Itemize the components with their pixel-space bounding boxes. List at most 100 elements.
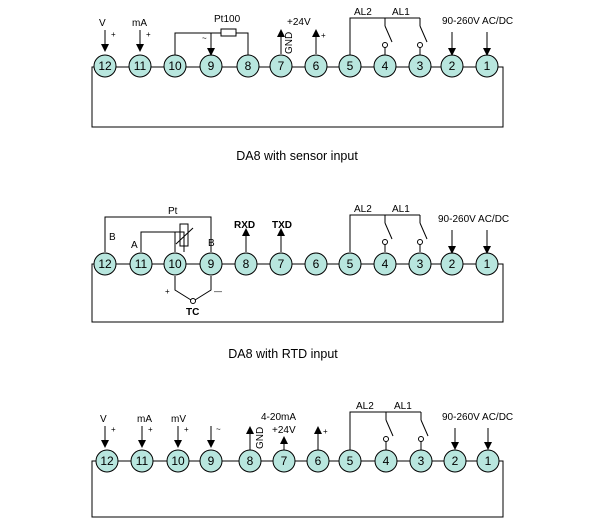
terminal-circle bbox=[408, 252, 432, 276]
terminal-block-frame bbox=[91, 460, 504, 518]
terminal-number: 6 bbox=[313, 257, 320, 271]
terminal-number: 12 bbox=[100, 454, 114, 468]
gnd-label: GND bbox=[284, 32, 295, 54]
rtd-wire-b-left bbox=[104, 216, 212, 252]
terminal-circle bbox=[128, 54, 152, 78]
terminal-2: 2 bbox=[440, 54, 464, 78]
terminal-number: 3 bbox=[417, 257, 424, 271]
terminal-circle bbox=[304, 252, 328, 276]
terminal-number: 7 bbox=[278, 257, 285, 271]
terminal-number: 2 bbox=[449, 59, 456, 73]
terminal-5: 5 bbox=[338, 54, 362, 78]
gnd-label: GND bbox=[255, 427, 266, 449]
rtd-resistor-slash bbox=[175, 227, 194, 245]
terminal-6: 6 bbox=[304, 252, 328, 276]
terminal-number: 3 bbox=[418, 454, 425, 468]
v-label: V bbox=[99, 18, 106, 29]
terminal-11: 11 bbox=[130, 449, 154, 473]
terminal-number: 7 bbox=[281, 454, 288, 468]
terminal-11: 11 bbox=[128, 54, 152, 78]
terminal-circle bbox=[304, 54, 328, 78]
terminal-12: 12 bbox=[93, 54, 117, 78]
al1-label: AL1 bbox=[392, 204, 410, 215]
terminal-number: 5 bbox=[347, 257, 354, 271]
pt100-minus-sign: ~ bbox=[202, 34, 207, 43]
terminal-2: 2 bbox=[443, 449, 467, 473]
tilde-sign: ~ bbox=[216, 425, 221, 434]
terminal-circle bbox=[95, 449, 119, 473]
power-label: 90-260V AC/DC bbox=[442, 412, 513, 423]
terminal-number: 9 bbox=[208, 454, 215, 468]
ma-plus-sign: + bbox=[146, 30, 151, 39]
relay-contacts bbox=[349, 214, 428, 252]
relay-contacts bbox=[349, 411, 429, 450]
terminal-7: 7 bbox=[269, 54, 293, 78]
terminal-number: 9 bbox=[208, 59, 215, 73]
terminal-number: 11 bbox=[136, 454, 149, 468]
tc-minus-sign: — bbox=[214, 287, 222, 296]
terminal-number: 2 bbox=[452, 454, 459, 468]
b-right-label: B bbox=[208, 238, 215, 249]
mv-plus-sign: + bbox=[184, 425, 189, 434]
power-label: 90-260V AC/DC bbox=[438, 214, 509, 225]
terminal-block-frame bbox=[91, 263, 504, 323]
terminal-8: 8 bbox=[238, 449, 262, 473]
terminal-number: 12 bbox=[98, 59, 112, 73]
terminal-circle bbox=[443, 449, 467, 473]
terminal-number: 6 bbox=[315, 454, 322, 468]
pt100-resistor bbox=[220, 28, 237, 37]
terminal-number: 6 bbox=[313, 59, 320, 73]
terminal-6: 6 bbox=[306, 449, 330, 473]
terminal-number: 4 bbox=[382, 257, 389, 271]
terminal-circle bbox=[93, 252, 117, 276]
terminal-number: 1 bbox=[485, 454, 492, 468]
terminal-2: 2 bbox=[440, 252, 464, 276]
plus24-label: +24V bbox=[287, 17, 311, 28]
terminal-10: 10 bbox=[163, 252, 187, 276]
terminal-number: 5 bbox=[347, 59, 354, 73]
terminal-number: 4 bbox=[382, 59, 389, 73]
al1-label: AL1 bbox=[394, 401, 412, 412]
terminal-4: 4 bbox=[373, 252, 397, 276]
terminal-number: 4 bbox=[383, 454, 390, 468]
terminal-1: 1 bbox=[476, 449, 500, 473]
ma-label: mA bbox=[137, 414, 152, 425]
terminal-circle bbox=[269, 252, 293, 276]
al2-label: AL2 bbox=[356, 401, 374, 412]
terminal-10: 10 bbox=[166, 449, 190, 473]
terminal-8: 8 bbox=[236, 54, 260, 78]
a-label: A bbox=[131, 240, 138, 251]
terminal-number: 5 bbox=[347, 454, 354, 468]
p6-plus-sign: + bbox=[321, 31, 326, 40]
terminal-5: 5 bbox=[338, 252, 362, 276]
terminal-number: 11 bbox=[134, 59, 147, 73]
terminal-number: 10 bbox=[168, 257, 182, 271]
terminal-circle bbox=[199, 252, 223, 276]
terminal-7: 7 bbox=[272, 449, 296, 473]
pt100-label: Pt100 bbox=[214, 14, 241, 25]
terminal-4: 4 bbox=[374, 449, 398, 473]
terminal-9: 9 bbox=[199, 252, 223, 276]
pt-label: Pt bbox=[168, 206, 178, 217]
terminal-1: 1 bbox=[475, 252, 499, 276]
terminal-number: 11 bbox=[135, 257, 148, 271]
terminal-circle bbox=[234, 252, 258, 276]
rtd-wire-a bbox=[140, 231, 185, 252]
tc-plus-sign: + bbox=[165, 287, 170, 296]
tc-label: TC bbox=[186, 307, 199, 318]
v-label: V bbox=[100, 414, 107, 425]
pt100-wire-right bbox=[236, 32, 249, 55]
terminal-number: 10 bbox=[171, 454, 185, 468]
terminal-circle bbox=[129, 252, 153, 276]
terminal-10: 10 bbox=[163, 54, 187, 78]
terminal-number: 2 bbox=[449, 257, 456, 271]
tc-junction bbox=[190, 298, 196, 304]
terminal-12: 12 bbox=[95, 449, 119, 473]
terminal-7: 7 bbox=[269, 252, 293, 276]
caption-sensor-input: DA8 with sensor input bbox=[236, 149, 358, 163]
